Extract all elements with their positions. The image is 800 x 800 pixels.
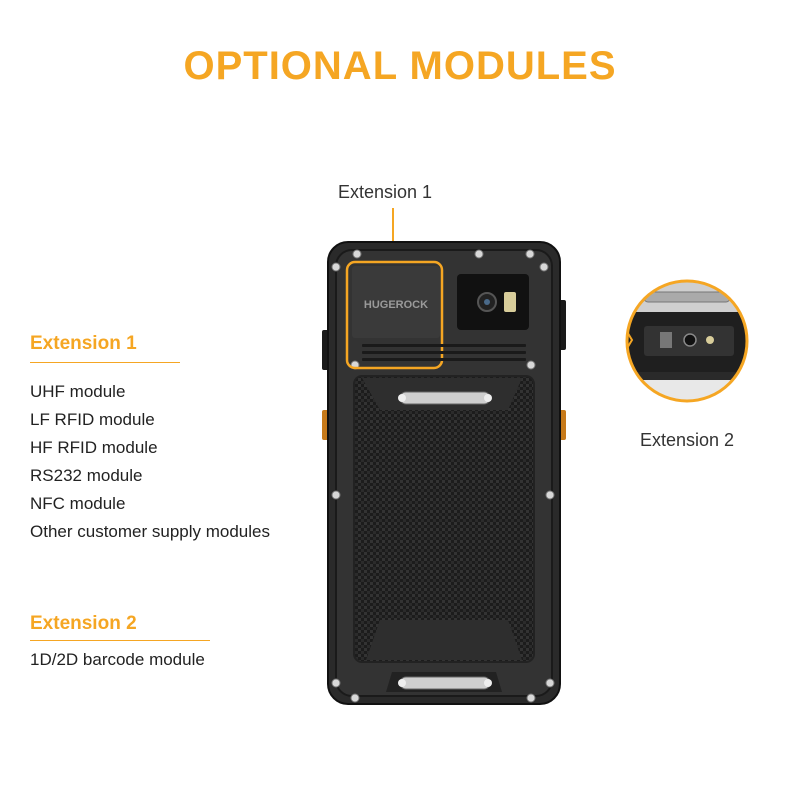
device-back-illustration: HUGEROCK bbox=[322, 240, 566, 706]
extension1-rule bbox=[30, 362, 180, 363]
extension2-heading: Extension 2 bbox=[30, 613, 137, 634]
list-item: NFC module bbox=[30, 494, 126, 513]
list-item: RS232 module bbox=[30, 466, 143, 485]
extension2-rule bbox=[30, 640, 210, 641]
extension1-callout-label: Extension 1 bbox=[337, 182, 433, 202]
list-item: Other customer supply modules bbox=[30, 522, 270, 541]
list-item: LF RFID module bbox=[30, 410, 155, 429]
extension2-module-list: 1D/2D barcode module bbox=[30, 646, 205, 674]
list-item: HF RFID module bbox=[30, 438, 158, 457]
list-item: 1D/2D barcode module bbox=[30, 650, 205, 669]
extension1-module-list: UHF module LF RFID module HF RFID module… bbox=[30, 378, 270, 546]
extension1-callout-line bbox=[392, 208, 394, 264]
extension2-callout-label: Extension 2 bbox=[639, 430, 735, 450]
extension2-detail-view bbox=[624, 278, 750, 404]
brand-logo: HUGEROCK bbox=[364, 299, 428, 311]
page-title: OPTIONAL MODULES bbox=[183, 44, 617, 88]
list-item: UHF module bbox=[30, 382, 126, 401]
extension1-heading: Extension 1 bbox=[30, 333, 137, 354]
